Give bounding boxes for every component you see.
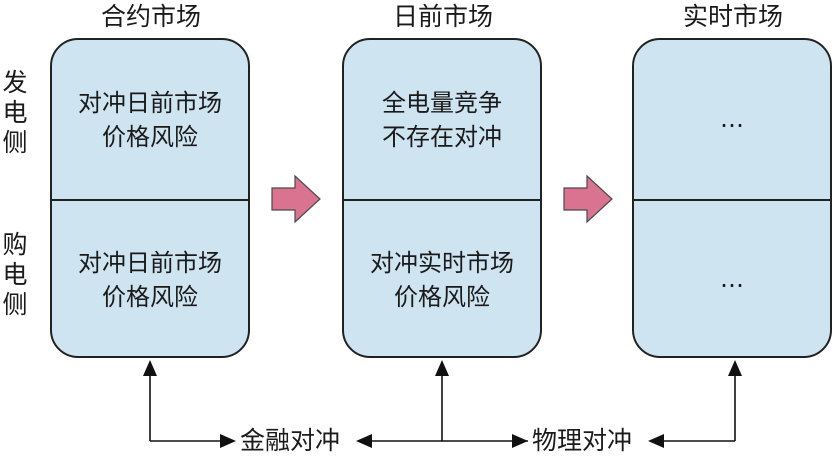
cell-line: 对冲日前市场 xyxy=(78,89,222,117)
cell-line: 全电量竞争 xyxy=(382,89,502,117)
real-time-market-panel: … … xyxy=(632,38,832,358)
cell-line: 对冲实时市场 xyxy=(370,249,514,277)
cell-line: 价格风险 xyxy=(102,123,198,151)
day-ahead-generation-cell: 全电量竞争 不存在对冲 xyxy=(344,86,540,154)
arrow-right-icon xyxy=(512,434,528,448)
contract-purchase-cell: 对冲日前市场 价格风险 xyxy=(52,246,248,314)
cell-line: 价格风险 xyxy=(394,283,490,311)
ellipsis: … xyxy=(720,105,744,133)
flow-arrow-icon xyxy=(271,174,321,224)
day-ahead-market-panel: 全电量竞争 不存在对冲 对冲实时市场 价格风险 xyxy=(342,38,542,358)
arrow-right-icon xyxy=(220,434,236,448)
panel-divider xyxy=(52,199,248,201)
real-time-market-title: 实时市场 xyxy=(682,2,783,31)
purchase-side-char: 电 xyxy=(2,260,28,289)
day-ahead-purchase-cell: 对冲实时市场 价格风险 xyxy=(344,246,540,314)
panel-divider xyxy=(344,199,540,201)
arrow-up-icon xyxy=(728,360,742,376)
connector-lines xyxy=(149,372,736,442)
arrow-left-icon xyxy=(648,434,664,448)
generation-side-char: 电 xyxy=(2,98,28,127)
cell-line: 价格风险 xyxy=(102,283,198,311)
arrow-left-icon xyxy=(356,434,372,448)
purchase-side-label: 购 电 侧 xyxy=(0,230,30,320)
contract-generation-cell: 对冲日前市场 价格风险 xyxy=(52,86,248,154)
real-time-purchase-cell: … xyxy=(634,262,830,296)
financial-hedge-label: 金融对冲 xyxy=(238,424,343,458)
ellipsis: … xyxy=(720,265,744,293)
cell-line: 不存在对冲 xyxy=(382,123,502,151)
cell-line: 对冲日前市场 xyxy=(78,249,222,277)
generation-side-char: 侧 xyxy=(2,128,28,157)
contract-market-panel: 对冲日前市场 价格风险 对冲日前市场 价格风险 xyxy=(50,38,250,358)
physical-hedge-label: 物理对冲 xyxy=(530,424,635,458)
purchase-side-char: 购 xyxy=(2,230,28,259)
contract-market-title: 合约市场 xyxy=(100,2,201,31)
arrow-up-icon xyxy=(435,360,449,376)
panel-divider xyxy=(634,199,830,201)
purchase-side-char: 侧 xyxy=(2,290,28,319)
flow-arrow-icon xyxy=(563,174,613,224)
arrow-up-icon xyxy=(143,360,157,376)
generation-side-char: 发 xyxy=(2,68,28,97)
real-time-generation-cell: … xyxy=(634,102,830,136)
generation-side-label: 发 电 侧 xyxy=(0,68,30,158)
day-ahead-market-title: 日前市场 xyxy=(392,2,493,31)
